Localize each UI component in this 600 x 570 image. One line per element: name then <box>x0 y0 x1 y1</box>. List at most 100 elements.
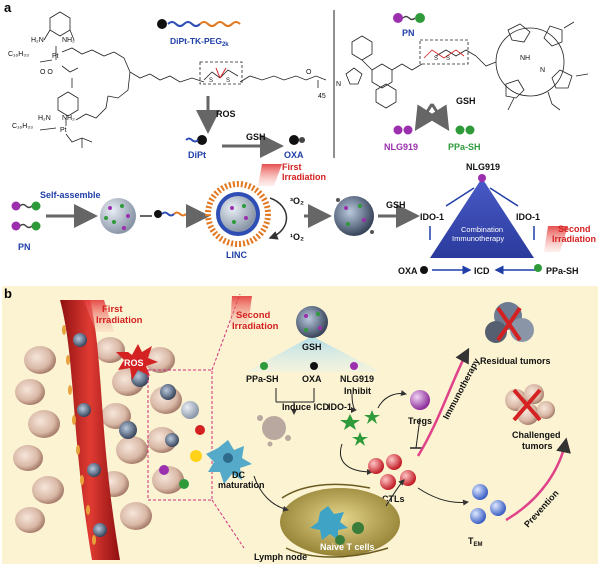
dipt-icon <box>185 135 207 145</box>
c16h33-bottom: C₁₆H₃₃ <box>12 123 33 130</box>
nlg919-b-label: NLG919 <box>340 374 374 384</box>
pn-top-label: PN <box>402 28 415 38</box>
nlg919-icon <box>393 125 413 135</box>
disulfide-linker: S S <box>423 49 465 62</box>
oxa-b-label: OXA <box>302 374 322 384</box>
h2n-label: H₂N <box>31 37 44 44</box>
pn-icon-top <box>393 13 425 23</box>
gsh-right-label: GSH <box>456 96 476 106</box>
induce-icd-label: Induce ICD <box>282 402 330 412</box>
dc-to-lymph-arrow <box>253 475 289 512</box>
h2n-label-2: H₂N <box>38 115 51 122</box>
svg-text:S: S <box>434 56 438 62</box>
ros-b-label: ROS <box>124 358 144 368</box>
first-irradiation-beam-b <box>84 300 114 332</box>
pn-bottom-label: PN <box>18 242 31 252</box>
gsh-left-label: GSH <box>246 132 266 142</box>
oxa-label: OXA <box>284 150 304 160</box>
combination-triangle <box>430 178 534 258</box>
gsh-bottom-label: GSH <box>386 200 406 210</box>
disulfide-dashed-box <box>419 39 469 65</box>
ros-label: ROS <box>216 109 236 119</box>
oxa-icon <box>289 135 305 145</box>
ido1-stars <box>340 410 380 446</box>
thioketal-linker: S S <box>203 67 239 84</box>
svg-text:S: S <box>226 78 230 84</box>
oxalate-top: O O <box>40 69 53 76</box>
blood-vessel <box>60 300 120 560</box>
pt-bottom-label: Pt <box>60 127 67 134</box>
imidazole-n: N <box>336 81 341 88</box>
ppa-sh-label: PPa-SH <box>448 142 481 152</box>
oxa-b-dot <box>310 362 318 370</box>
ctls-label: CTLs <box>382 494 405 504</box>
gsh-split-left <box>414 103 438 132</box>
lymph-node <box>280 483 400 558</box>
pt-top-label: Pt <box>52 53 59 60</box>
vessel-endothelium <box>62 325 96 545</box>
second-irradiation-beam-a <box>544 226 568 252</box>
svg-text:S: S <box>446 56 450 62</box>
ido1-b-label: IDO-1 <box>328 402 352 412</box>
inhibit-line-right <box>489 187 519 207</box>
prevention-arrow <box>505 437 571 522</box>
nh2-label-2: NH₂ <box>62 115 75 122</box>
dipt-label: DiPt <box>188 150 206 160</box>
residual-tumors-label: Residual tumors <box>480 356 551 366</box>
dissociated-nanoparticle <box>334 196 374 236</box>
peg-methyl: O <box>306 69 312 76</box>
icd-label: ICD <box>474 266 490 276</box>
peg-repeat-n: 45 <box>318 93 326 100</box>
pn-nanoparticle <box>100 198 136 234</box>
second-irradiation-beam-b <box>230 296 252 326</box>
inhibit-arrow <box>350 393 357 413</box>
tregs-inhibit-line <box>415 417 421 449</box>
tregs-cell <box>410 390 430 410</box>
zoom-box <box>147 369 213 501</box>
dendritic-cell <box>206 440 252 484</box>
gsh-release-cone <box>246 336 380 372</box>
naive-t-cells-label: Naive T cells <box>320 542 375 552</box>
immunotherapy-arrow <box>416 347 470 457</box>
svg-text:S: S <box>209 78 213 84</box>
triangle-nlg919-dot <box>478 174 486 182</box>
ppa-sh-bottom-label: PPa-SH <box>546 266 579 276</box>
lymph-node-label: Lymph node <box>254 552 307 562</box>
inhibit-line-left <box>445 187 475 207</box>
nlg919-b-dot <box>350 362 358 370</box>
porphyrin-nh: NH <box>520 55 530 62</box>
ppa-sh-b-label: PPa-SH <box>246 374 279 384</box>
linc-label: LINC <box>226 250 247 260</box>
ido1-right-label: IDO-1 <box>516 212 540 222</box>
ido1-left-label: IDO-1 <box>420 212 444 222</box>
ctls-to-tem-arrow <box>417 487 469 506</box>
self-assemble-label: Self-assemble <box>40 190 101 200</box>
ctls-cluster <box>368 454 416 490</box>
tem-label: TEM <box>468 536 483 548</box>
ppa-sh-bottom-dot <box>534 264 542 272</box>
pn-structure <box>345 21 589 111</box>
gsh-split-right <box>426 103 450 132</box>
zoom-box-contents <box>159 384 205 489</box>
linc-nanoparticle <box>205 181 271 247</box>
dipt-tk-peg-label: DiPt-TK-PEG2k <box>170 36 229 48</box>
gsh-nanoparticle <box>296 306 328 338</box>
vessel-nanoparticles <box>73 333 149 537</box>
nh2-label: NH₂ <box>62 37 75 44</box>
oxygen-curve-arrow <box>268 197 288 240</box>
porphyrin-n: N <box>540 67 545 74</box>
triangle-nlg919-label: NLG919 <box>466 162 500 172</box>
pn-icon-bottom <box>11 201 41 231</box>
ppa-sh-b-dot <box>260 362 268 370</box>
residual-tumor-cluster <box>485 302 534 343</box>
triplet-oxygen-label: ³O₂ <box>290 196 304 206</box>
lymph-to-ctls-arrow <box>385 479 405 507</box>
dipt-tk-peg-structure <box>39 11 327 148</box>
ido-cycle-arrow <box>340 443 373 475</box>
